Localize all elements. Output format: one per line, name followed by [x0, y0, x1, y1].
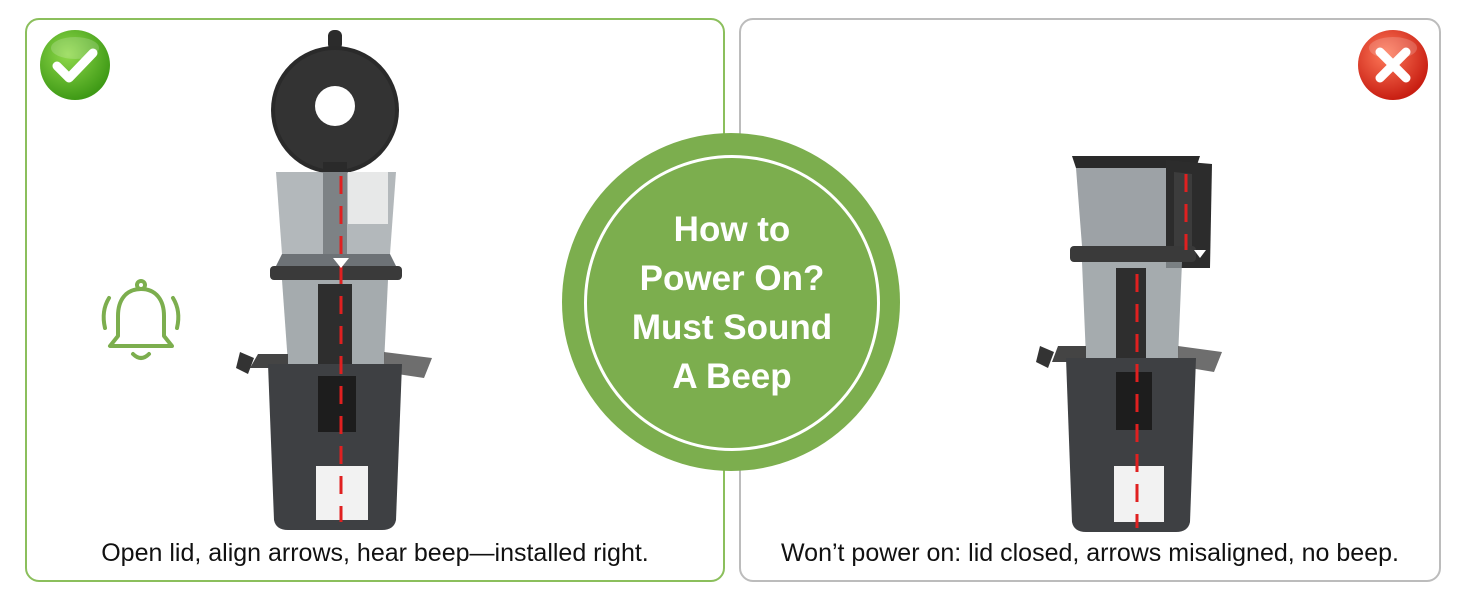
- badge-inner-ring: How to Power On? Must Sound A Beep: [584, 155, 880, 451]
- power-on-instruction-badge: How to Power On? Must Sound A Beep: [562, 133, 900, 471]
- badge-line-3: Must Sound: [631, 308, 833, 347]
- badge-line-4: A Beep: [672, 357, 792, 396]
- badge-line-1: How to: [673, 210, 791, 249]
- green-checkmark-icon: [40, 30, 110, 100]
- red-x-icon: [1358, 30, 1428, 100]
- correct-installation-caption: Open lid, align arrows, hear beep—instal…: [101, 539, 649, 567]
- bell-icon: [101, 279, 181, 360]
- incorrect-installation-caption: Won’t power on: lid closed, arrows misal…: [781, 539, 1399, 567]
- badge-line-2: Power On?: [639, 259, 825, 298]
- juicer-lid-closed-image: [1036, 156, 1222, 532]
- juicer-lid-open-image: [236, 30, 432, 530]
- badge-title: How to Power On? Must Sound A Beep: [602, 205, 862, 401]
